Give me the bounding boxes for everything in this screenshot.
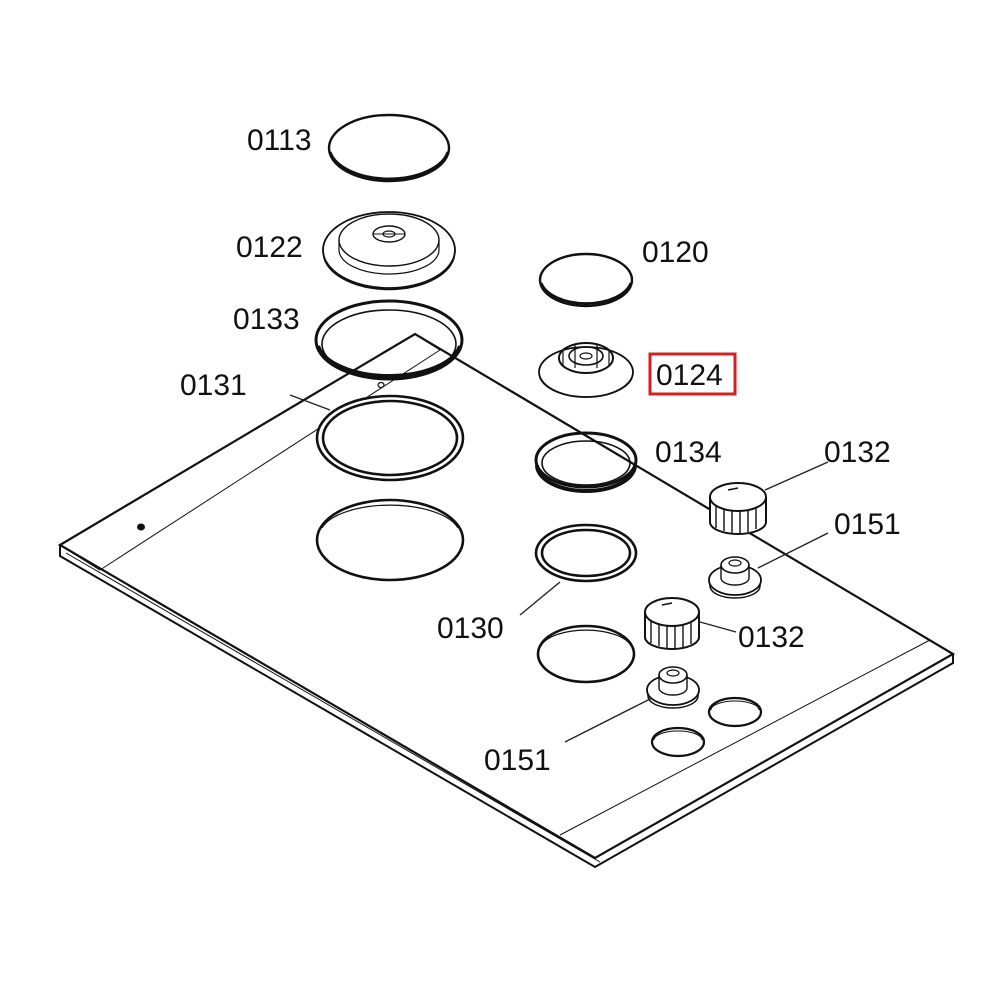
part-0133-seal-ring-large [314, 299, 464, 381]
part-0130-gasket-small [534, 523, 638, 583]
label-0120: 0120 [642, 236, 709, 269]
label-0132-top: 0132 [824, 436, 891, 469]
part-0131-gasket-large [315, 394, 465, 482]
label-0134: 0134 [655, 436, 722, 469]
part-labels: 0113 0122 0120 0133 0124 0131 0134 0132 … [180, 124, 901, 777]
part-0132-control-knob-middle [644, 597, 700, 650]
label-0122: 0122 [236, 231, 303, 264]
part-0113-burner-cap-large [327, 113, 451, 183]
part-0151-knob-bezel-top [708, 556, 762, 599]
part-0120-burner-cap-small [538, 252, 634, 308]
part-0151-knob-bezel-bottom [646, 666, 700, 709]
part-0124-burner-crown-small [538, 342, 634, 398]
label-0124: 0124 [656, 359, 723, 392]
large-burner-hole [315, 498, 465, 582]
label-0130: 0130 [437, 612, 504, 645]
cooktop-plate [57, 332, 956, 869]
label-0132-mid: 0132 [738, 621, 805, 654]
part-0122-burner-crown-large [322, 211, 456, 291]
highlight-box-0124 [648, 352, 737, 396]
label-0131: 0131 [180, 369, 247, 402]
label-0151-bottom: 0151 [484, 744, 551, 777]
knob-hole-left [650, 726, 706, 758]
label-0133: 0133 [233, 303, 300, 336]
leader-lines [289, 394, 829, 743]
small-burner-hole [536, 624, 636, 684]
label-0113: 0113 [247, 124, 312, 157]
part-0134-seal-ring-small [534, 431, 638, 493]
knob-hole-right [707, 696, 763, 728]
label-0151-top: 0151 [834, 508, 901, 541]
part-0132-control-knob-top [709, 482, 767, 535]
